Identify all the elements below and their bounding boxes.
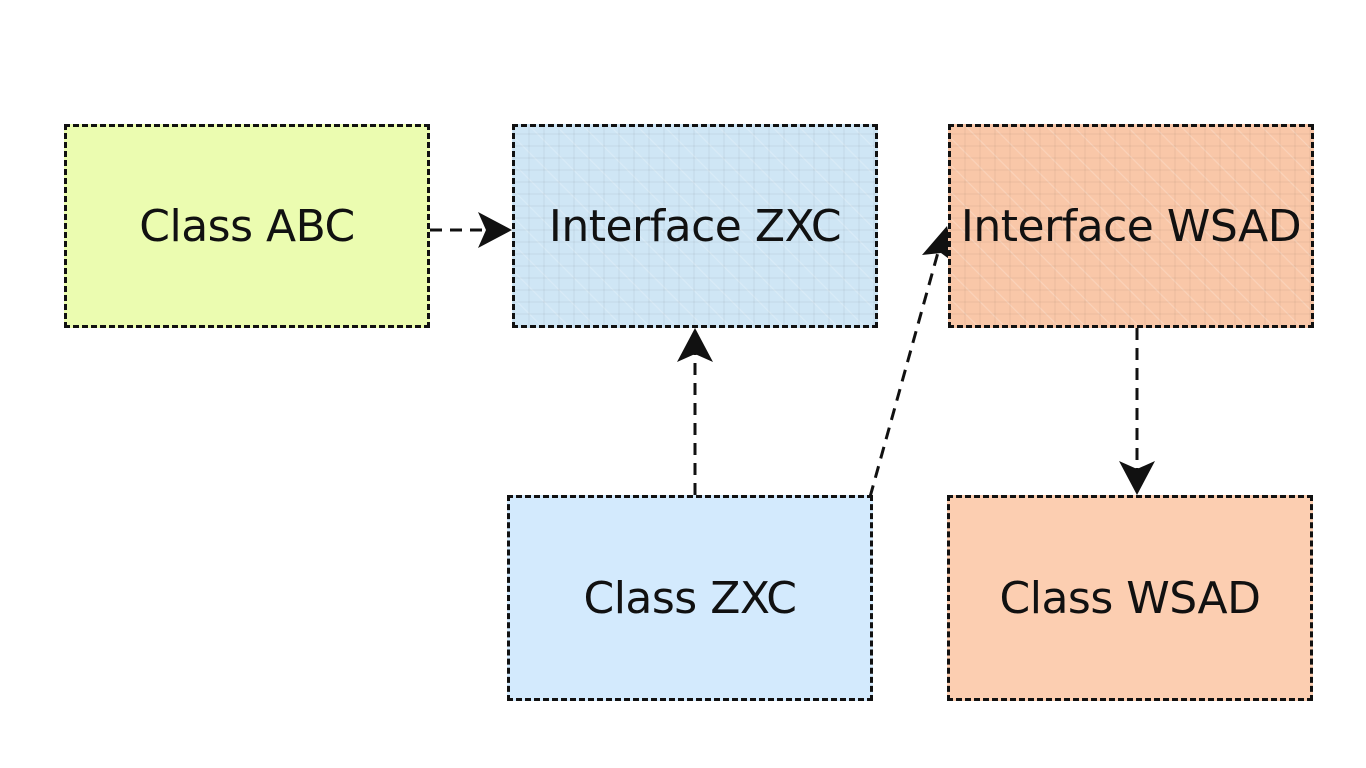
class-wsad-label: Class WSAD [999, 572, 1261, 624]
class-zxc-box: Class ZXC [507, 495, 873, 701]
class-zxc-label: Class ZXC [583, 572, 797, 624]
edge-interface-wsad-to-class-wsad-arrowhead [1119, 461, 1155, 495]
class-abc-box: Class ABC [64, 124, 430, 328]
interface-zxc-box: Interface ZXC [512, 124, 878, 328]
class-abc-label: Class ABC [139, 200, 355, 252]
interface-wsad-label: Interface WSAD [960, 200, 1302, 252]
edge-class-zxc-to-interface-zxc-arrowhead [677, 328, 713, 362]
edge-class-abc-to-interface-zxc-arrowhead [478, 212, 512, 248]
interface-zxc-label: Interface ZXC [548, 200, 842, 252]
class-wsad-box: Class WSAD [947, 495, 1313, 701]
interface-wsad-box: Interface WSAD [948, 124, 1314, 328]
edge-class-zxc-to-interface-wsad [868, 237, 944, 498]
edge-class-zxc-to-interface-wsad-arrowhead [922, 226, 956, 264]
